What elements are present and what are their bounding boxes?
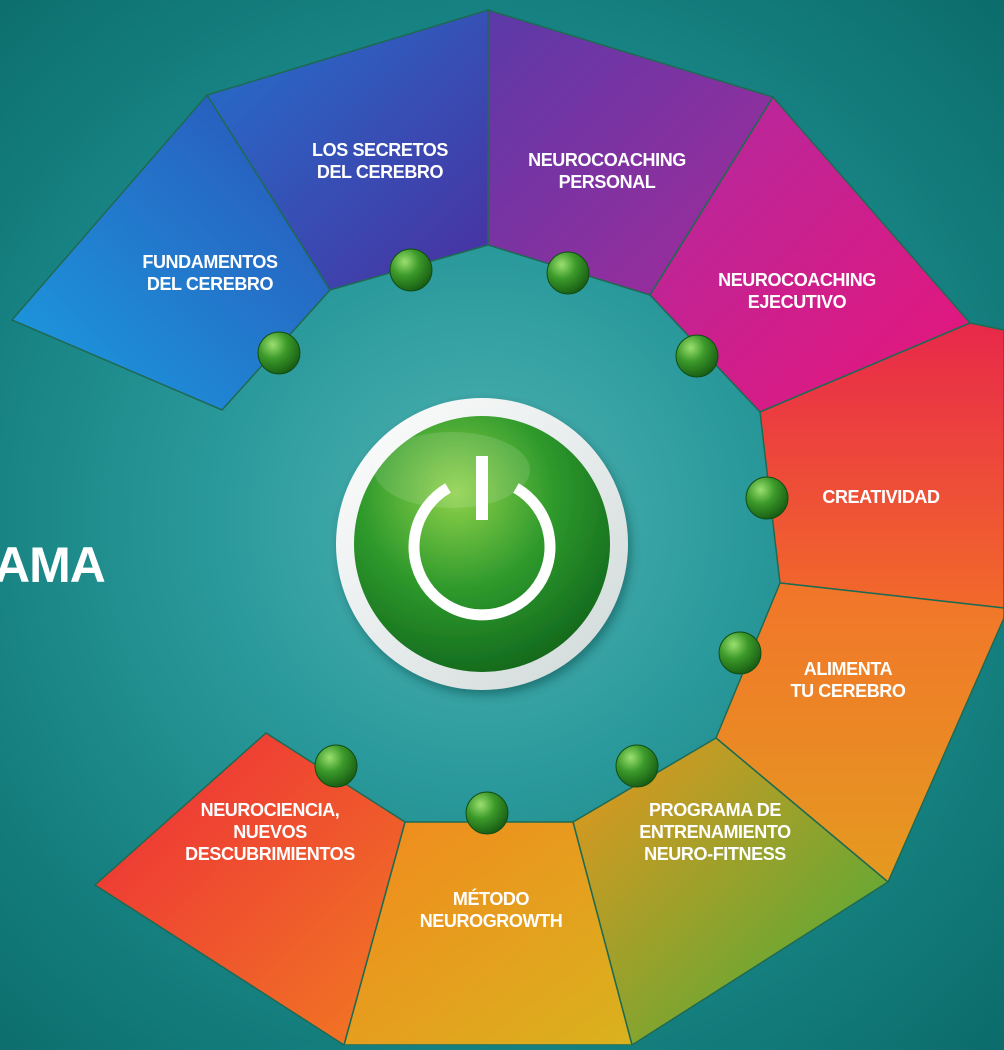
segment-label-line: NEURO-FITNESS xyxy=(644,844,786,864)
connector-dot-personal[interactable] xyxy=(546,251,590,295)
segment-label-line: DESCUBRIMIENTOS xyxy=(185,844,355,864)
segment-label-line: DEL CEREBRO xyxy=(317,162,444,182)
power-icon xyxy=(408,456,556,621)
power-button-highlight xyxy=(374,432,530,508)
power-button[interactable] xyxy=(336,398,628,690)
segment-label-line: CREATIVIDAD xyxy=(822,487,940,507)
segment-label-line: FUNDAMENTOS xyxy=(142,252,278,272)
connector-dot-secretos[interactable] xyxy=(389,248,433,292)
segment-label-line: MÉTODO xyxy=(453,888,530,909)
segment-label-line: NEUROGROWTH xyxy=(420,911,563,931)
segment-shape-alimenta xyxy=(715,582,1004,884)
connector-dot-creatividad[interactable] xyxy=(745,476,789,520)
connector-dot-ejecutivo[interactable] xyxy=(675,334,719,378)
connector-dot-neurociencia[interactable] xyxy=(314,744,358,788)
segment-label-line: ENTRENAMIENTO xyxy=(639,822,791,842)
segment-label-line: NEUROCOACHING xyxy=(718,270,876,290)
segment-shape-neurociencia xyxy=(93,732,406,1047)
connector-dot-metodo[interactable] xyxy=(465,791,509,835)
side-title: AMA xyxy=(0,537,106,593)
connector-dot-alimenta[interactable] xyxy=(718,631,762,675)
segment-label-creatividad: CREATIVIDAD xyxy=(822,487,940,507)
segment-label-line: EJECUTIVO xyxy=(748,292,847,312)
segment-label-line: NEUROCIENCIA, xyxy=(201,800,340,820)
segment-label-line: LOS SECRETOS xyxy=(312,140,448,160)
segment-label-line: PROGRAMA DE xyxy=(649,800,781,820)
segment-creatividad[interactable]: CREATIVIDAD xyxy=(759,322,1004,609)
segment-label-line: PERSONAL xyxy=(559,172,656,192)
segment-label-line: DEL CEREBRO xyxy=(147,274,274,294)
segment-label-line: ALIMENTA xyxy=(804,659,893,679)
segment-label-line: NUEVOS xyxy=(233,822,307,842)
segment-label-line: TU CEREBRO xyxy=(790,681,905,701)
connector-dot-programa[interactable] xyxy=(615,744,659,788)
segment-label-line: NEUROCOACHING xyxy=(528,150,686,170)
connector-dot-fundamentos[interactable] xyxy=(257,331,301,375)
